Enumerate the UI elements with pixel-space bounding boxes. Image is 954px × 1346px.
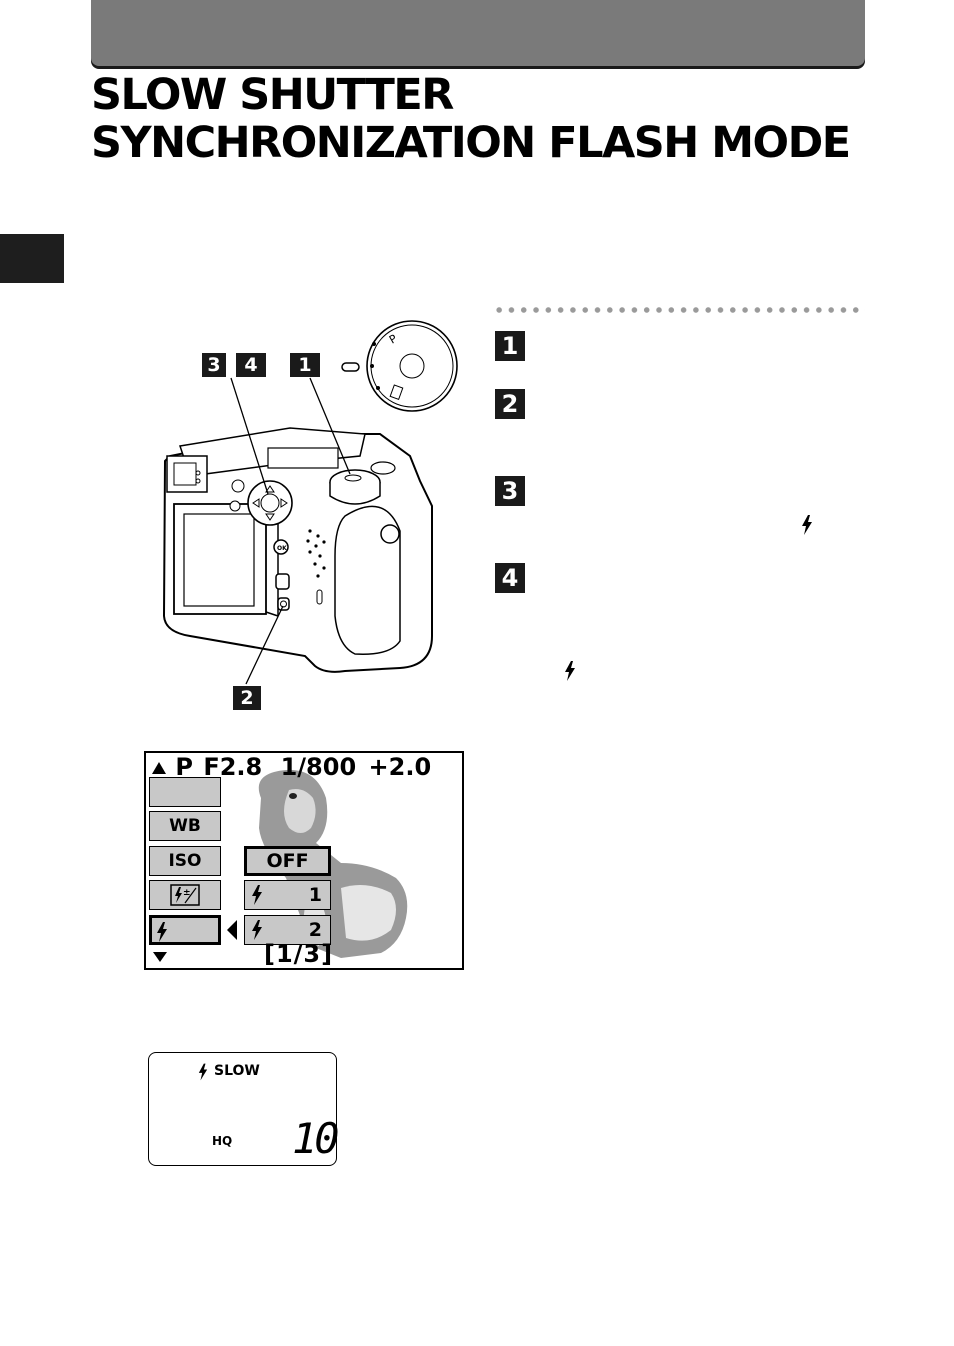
- exposure-comp-flash-icon: ±: [170, 884, 200, 906]
- callout-4: 4: [236, 353, 266, 377]
- callout-2: 2: [233, 686, 261, 710]
- arrow-up-icon: [152, 762, 166, 774]
- panel-quality: HQ: [212, 1134, 233, 1148]
- menu-item-flash-intensity[interactable]: ±: [149, 880, 221, 910]
- camera-illustration: P OK: [162, 320, 458, 685]
- step-4-number: 4: [495, 563, 525, 593]
- panel-frames-remaining: 10: [292, 1114, 340, 1163]
- lcd-mode: P: [175, 753, 193, 781]
- flash-icon: [252, 885, 262, 905]
- option-off[interactable]: OFF: [244, 846, 331, 876]
- svg-text:±: ±: [183, 888, 191, 898]
- lcd-menu-screen: P F2.8 1/800 +2.0 WB ISO ± OFF 1 2: [144, 751, 464, 970]
- option-slow-2[interactable]: 2: [244, 915, 331, 945]
- lcd-top-row: P F2.8 1/800 +2.0: [151, 755, 431, 779]
- flash-icon: [802, 515, 812, 535]
- step-1-number: 1: [495, 331, 525, 361]
- flash-icon: [252, 920, 262, 940]
- callout-1: 1: [290, 353, 320, 377]
- panel-flash-label: SLOW: [214, 1063, 260, 1079]
- chapter-tab: [0, 234, 64, 283]
- menu-item-blank[interactable]: [149, 777, 221, 807]
- option-1-label: 1: [308, 884, 322, 906]
- svg-text:OK: OK: [277, 545, 287, 552]
- header-bar: [91, 0, 865, 66]
- menu-item-flash-slow[interactable]: [149, 915, 221, 945]
- arrow-down-icon: [153, 952, 167, 962]
- arrow-left-icon: [227, 920, 237, 940]
- control-panel: SLOW HQ 10: [148, 1052, 340, 1166]
- lcd-exposure-comp: +2.0: [368, 753, 432, 781]
- lcd-page-indicator: [1/3]: [264, 940, 334, 968]
- flash-icon: [565, 661, 575, 681]
- option-2-label: 2: [308, 919, 322, 941]
- page-title-line1: SLOW SHUTTER: [91, 70, 454, 120]
- dotted-divider: [493, 306, 865, 314]
- step-2-number: 2: [495, 389, 525, 419]
- lcd-shutter-speed: 1/800: [280, 753, 357, 781]
- menu-item-iso[interactable]: ISO: [149, 846, 221, 876]
- callout-3: 3: [202, 353, 226, 377]
- option-slow-1[interactable]: 1: [244, 880, 331, 910]
- dog-image: [258, 769, 408, 958]
- flash-icon: [198, 1063, 208, 1081]
- mode-dial-icon: P: [341, 320, 458, 412]
- menu-item-wb[interactable]: WB: [149, 811, 221, 841]
- flash-icon: [157, 922, 167, 942]
- lcd-aperture: F2.8: [203, 753, 263, 781]
- step-3-number: 3: [495, 476, 525, 506]
- page-title-line2: SYNCHRONIZATION FLASH MODE: [91, 118, 851, 168]
